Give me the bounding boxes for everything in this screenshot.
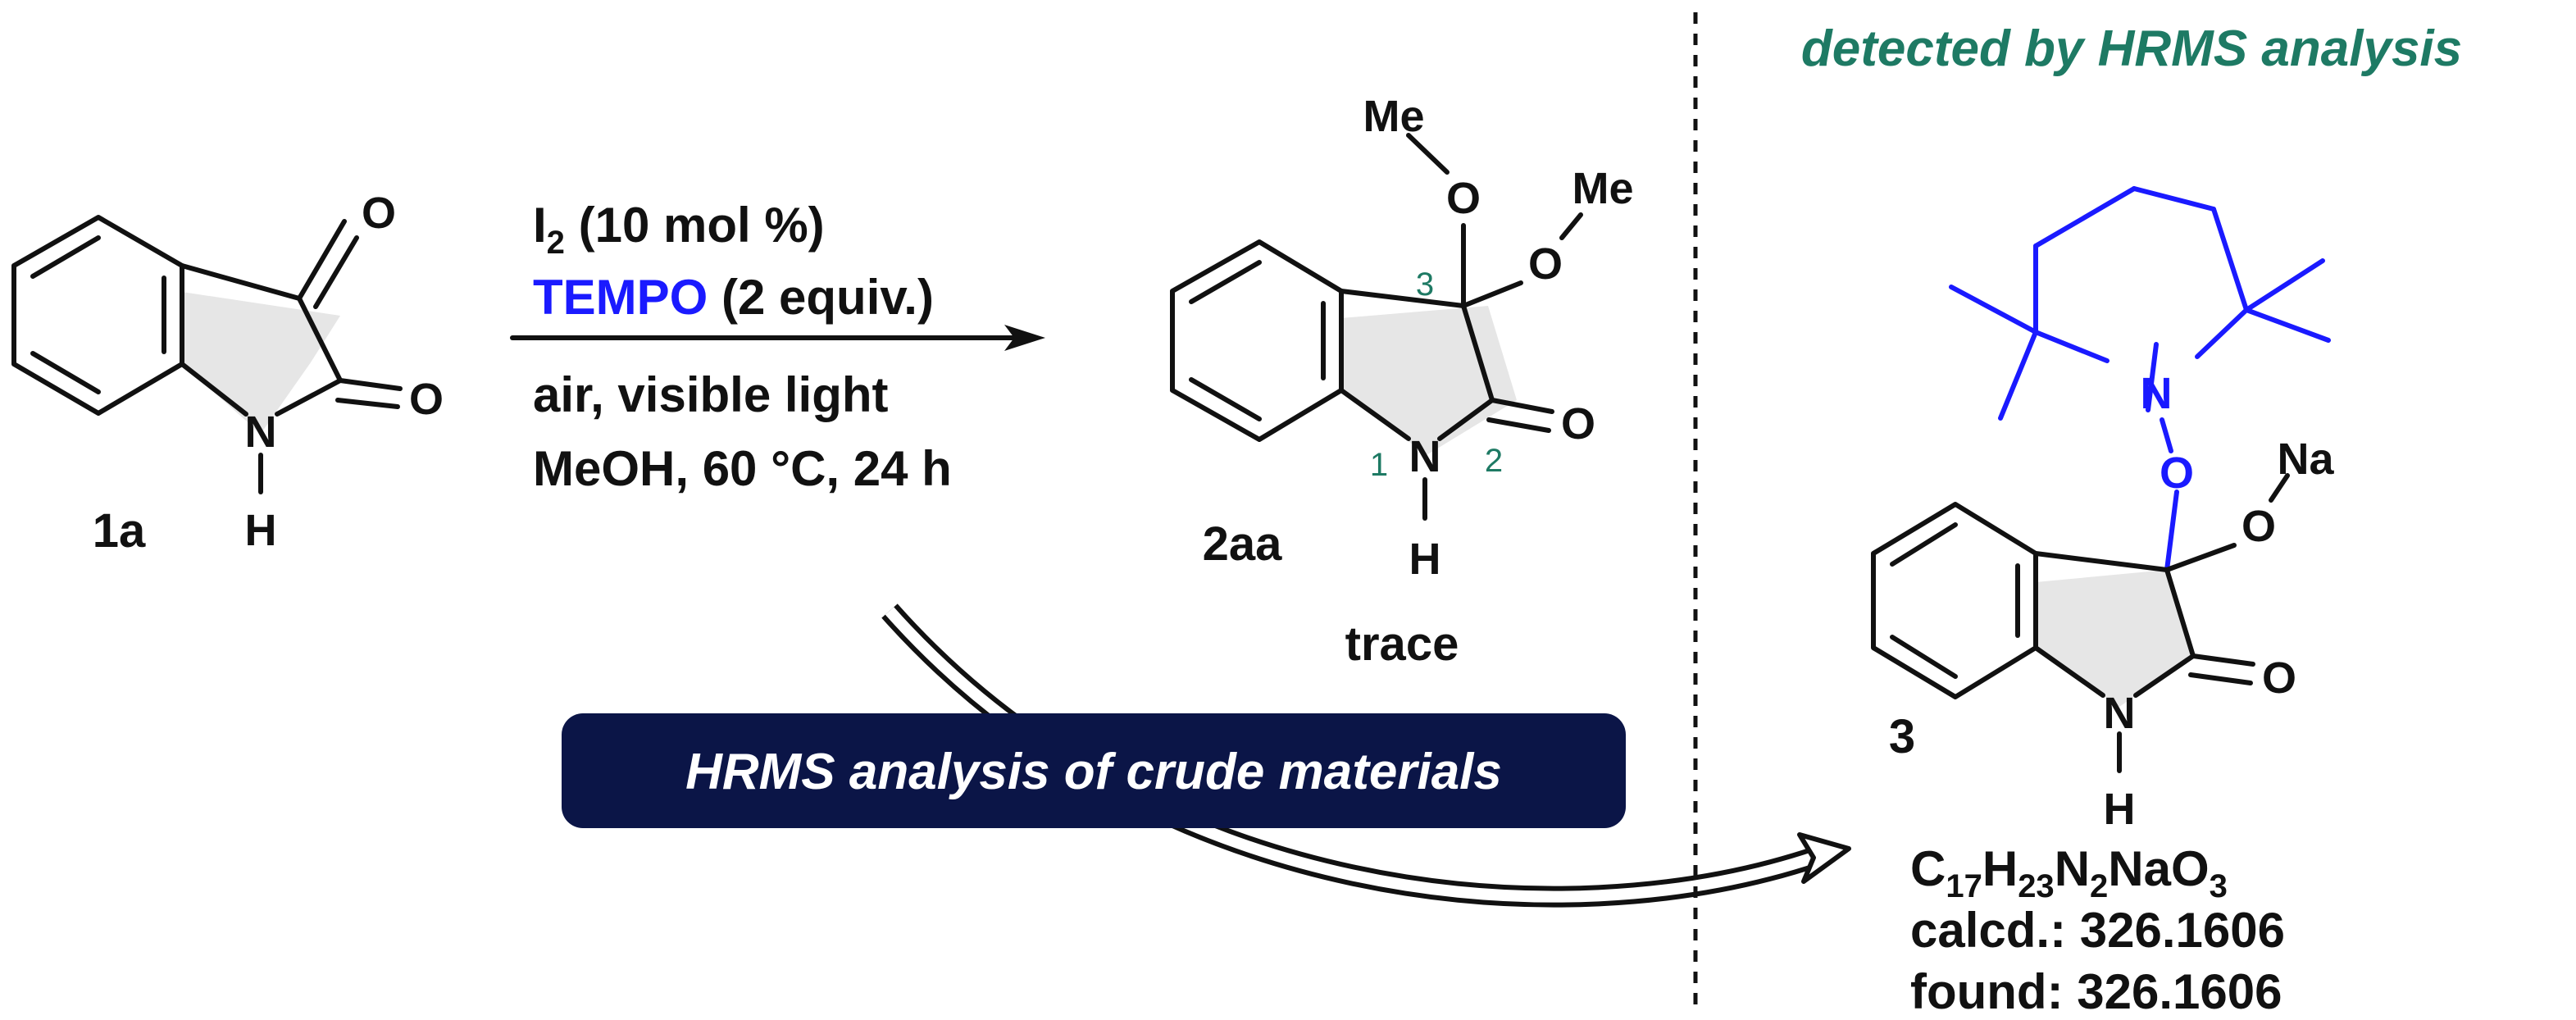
tempo-bond-1 [2033, 186, 2137, 248]
bond-c3-c2 [1461, 303, 1495, 403]
atom-o-amide: O [409, 375, 444, 424]
position-number-2: 2 [1485, 443, 1503, 479]
atom-h: H [2104, 785, 2136, 834]
ketone-bond-b [313, 235, 359, 309]
tempo-bond-6 [2195, 307, 2249, 359]
atom-o-tempo: O [2160, 449, 2194, 498]
bond-c2-n [2133, 653, 2196, 698]
atom-n: N [245, 408, 277, 457]
atom-o-right: O [1528, 239, 1563, 289]
compound-label-3: 3 [1889, 710, 1915, 763]
bond-c3-ona [2164, 543, 2237, 572]
benzene-ring [1871, 502, 2038, 699]
carbonyl-bond-b [1486, 417, 1551, 433]
position-number-1: 1 [1370, 447, 1388, 483]
atom-o-carbonyl: O [2262, 653, 2296, 703]
amide-co-bond-a [338, 378, 403, 391]
aromatic-bond-1 [1189, 260, 1262, 304]
atom-n: N [1409, 432, 1441, 481]
o-c3-bond [2164, 490, 2179, 572]
calcd-mass: calcd.: 326.1606 [1910, 903, 2285, 958]
tempo-methyl-4 [1998, 330, 2038, 421]
bond-n-c7a [180, 362, 248, 417]
compound-1a: O O N H 1a [11, 189, 444, 558]
aromatic-bond-1 [1890, 522, 1958, 567]
banner-background [562, 713, 1626, 828]
position-number-3: 3 [1416, 266, 1434, 303]
bond-o-me-top [1406, 133, 1450, 175]
tempo-n-o-bond [2146, 342, 2159, 412]
aromatic-bond-2 [1890, 635, 1958, 679]
five-ring-shade [2036, 570, 2193, 707]
five-ring-shade [182, 292, 340, 434]
bond-c3a-c3 [180, 263, 302, 301]
benzene-ring [11, 215, 184, 416]
aromatic-bond-1 [30, 235, 101, 279]
banner-text: HRMS analysis of crude materials [685, 744, 1502, 800]
condition-catalyst: I2 (10 mol %) [533, 198, 825, 261]
compound-3: detected by HRMS analysis [1801, 20, 2462, 1019]
n-o-bond [2160, 417, 2173, 453]
atom-n: N [2104, 689, 2136, 738]
molecular-formula: C17H23N2NaO3 [1910, 841, 2228, 904]
atom-o-top: O [1446, 174, 1481, 223]
bond-c3a-c3 [2033, 551, 2169, 572]
bond-c3-o-right [1461, 280, 1523, 308]
bond-n-c7a [2033, 645, 2105, 698]
tempo-methyl-1 [2244, 258, 2325, 312]
bond-c3-c2 [297, 296, 343, 383]
tempo-bond-4 [2132, 186, 2216, 212]
bond-n-c7a [1339, 388, 1411, 441]
bond-c2-n [1437, 398, 1495, 441]
atom-o-na: O [2241, 502, 2276, 551]
bond-o-na [2269, 473, 2290, 503]
benzene-ring [1170, 239, 1344, 442]
aromatic-bond-2 [1189, 377, 1262, 421]
compound-2aa: Me O Me O O N H 1 2 3 2aa trace [1170, 92, 1634, 671]
compound-label-2aa: 2aa [1203, 517, 1283, 571]
reaction-arrow-head [1004, 325, 1045, 351]
bond-c2-n [275, 378, 343, 417]
atom-me-right: Me [1572, 164, 1633, 213]
atom-h: H [1409, 535, 1441, 584]
found-mass: found: 326.1606 [1910, 964, 2282, 1019]
yield-text: trace [1345, 617, 1459, 671]
condition-atmosphere: air, visible light [533, 367, 888, 422]
atom-me-top: Me [1363, 92, 1424, 141]
amide-co-bond-b [335, 398, 400, 409]
carbonyl-bond-a [1490, 398, 1554, 414]
bond-o-me-right [1559, 212, 1583, 240]
aromatic-bond-2 [30, 351, 101, 394]
curved-arrow-head [1797, 832, 1851, 884]
hrms-banner: HRMS analysis of crude materials [562, 713, 1626, 828]
bond-c3-c2 [2164, 567, 2196, 658]
tempo-methyl-2 [2244, 307, 2331, 343]
carbonyl-bond-b [2188, 672, 2253, 685]
carbonyl-bond-a [2191, 653, 2255, 667]
atom-n-tempo: N [2141, 369, 2173, 418]
atom-na: Na [2277, 435, 2334, 484]
bond-c3a-c3 [1339, 289, 1466, 308]
compound-label-1a: 1a [93, 504, 146, 558]
detected-header: detected by HRMS analysis [1801, 20, 2462, 77]
tempo-methyl-3 [1949, 285, 2038, 335]
atom-o-ketone: O [362, 189, 396, 238]
atom-o-carbonyl: O [1561, 399, 1595, 449]
tempo-bond-5 [2211, 207, 2249, 312]
tempo-bond-3 [2033, 330, 2109, 363]
ketone-bond-a [297, 219, 347, 301]
reaction-conditions: I2 (10 mol %) TEMPO (2 equiv.) air, visi… [510, 198, 1045, 496]
atom-h: H [245, 506, 277, 555]
condition-tempo: TEMPO (2 equiv.) [533, 270, 934, 325]
condition-solvent: MeOH, 60 °C, 24 h [533, 441, 952, 496]
